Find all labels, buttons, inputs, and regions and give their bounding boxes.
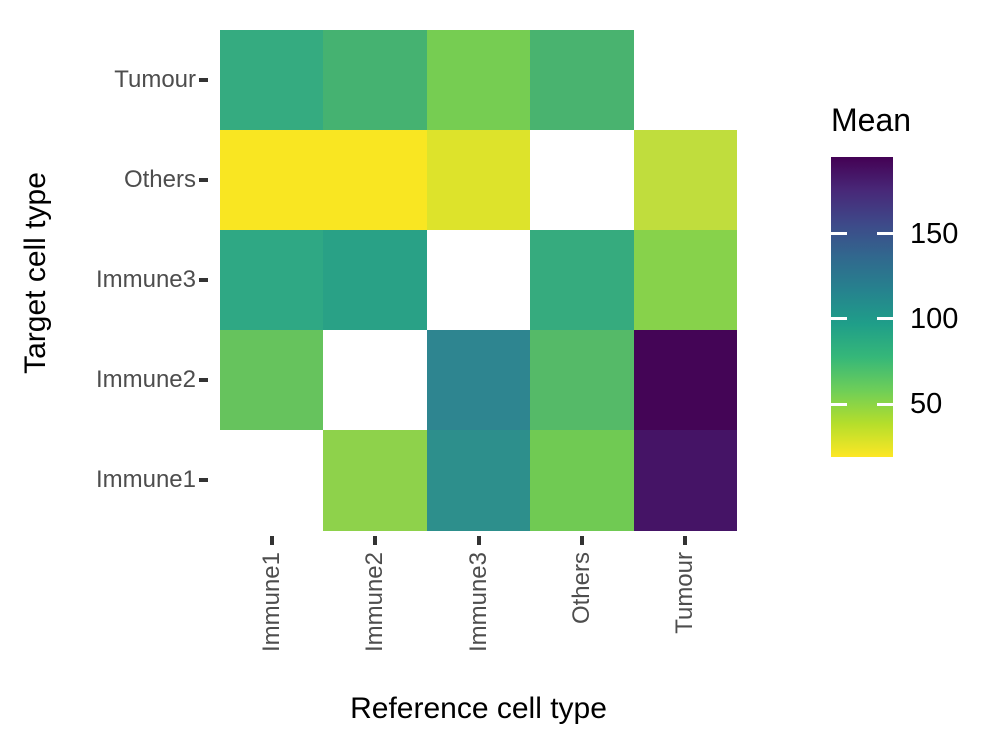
legend-title: Mean — [831, 102, 912, 138]
heatmap-cell — [426, 330, 531, 431]
y-tick-label: Tumour — [114, 66, 196, 93]
heatmap-cell — [633, 30, 738, 131]
heatmap-cell — [633, 130, 738, 231]
colorbar-tick-right — [877, 317, 893, 321]
y-tick-mark — [199, 78, 208, 82]
x-tick-mark — [579, 536, 584, 545]
y-tick-mark — [199, 478, 208, 482]
x-tick-label: Immune1 — [257, 552, 285, 653]
heatmap-cell — [323, 230, 428, 331]
heatmap-cell — [426, 430, 531, 531]
heatmap-cell — [530, 430, 635, 531]
heatmap-cell — [220, 130, 324, 231]
heatmap-cell — [220, 330, 324, 431]
colorbar-tick-right — [877, 232, 893, 236]
heatmap-cell — [323, 330, 428, 431]
x-tick-mark — [269, 536, 274, 545]
heatmap-cell — [530, 30, 635, 131]
heatmap-cell — [323, 130, 428, 231]
colorbar-tick-right — [877, 402, 893, 406]
colorbar-tick-label: 150 — [910, 217, 959, 250]
x-tick-mark — [683, 536, 688, 545]
heatmap-cell — [633, 330, 738, 431]
y-tick-label: Immune3 — [95, 266, 196, 293]
x-tick-mark — [476, 536, 481, 545]
heatmap-cell — [530, 230, 635, 331]
colorbar-tick-label: 100 — [910, 302, 959, 335]
x-tick-mark — [373, 536, 378, 545]
colorbar-gradient — [831, 157, 893, 457]
heatmap-cell — [633, 430, 738, 531]
heatmap-cell — [220, 430, 324, 531]
x-tick-label: Immune2 — [361, 552, 389, 653]
heatmap-cell — [633, 230, 738, 331]
y-tick-label: Others — [123, 166, 196, 193]
y-tick-label: Immune1 — [95, 466, 196, 493]
y-tick-mark — [199, 278, 208, 282]
colorbar-tick-left — [831, 232, 847, 236]
x-tick-label: Immune3 — [464, 552, 492, 653]
y-tick-mark — [199, 178, 208, 182]
colorbar-tick-left — [831, 402, 847, 406]
heatmap-cell — [426, 30, 531, 131]
heatmap-cell — [426, 130, 531, 231]
heatmap-cell — [323, 30, 428, 131]
heatmap-cell — [323, 430, 428, 531]
colorbar-tick-left — [831, 317, 847, 321]
heatmap-cell — [220, 30, 324, 131]
heatmap-cell — [530, 330, 635, 431]
heatmap-cell — [220, 230, 324, 331]
x-tick-label: Tumour — [671, 552, 699, 634]
y-tick-label: Immune2 — [95, 366, 196, 393]
x-tick-label: Others — [567, 552, 595, 625]
heatmap-cell — [426, 230, 531, 331]
colorbar-tick-label: 50 — [910, 388, 943, 421]
x-axis-title: Reference cell type — [350, 692, 607, 725]
y-tick-mark — [199, 378, 208, 382]
heatmap-cell — [530, 130, 635, 231]
